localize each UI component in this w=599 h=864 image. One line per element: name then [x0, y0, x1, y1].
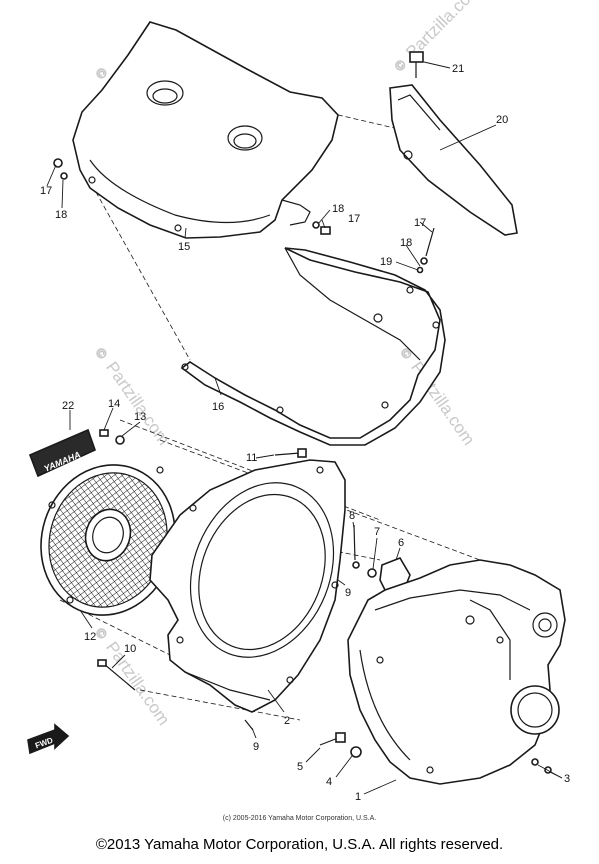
callout-9: 9: [253, 741, 259, 753]
callout-12: 12: [84, 631, 96, 643]
part-13-14-screws: [99, 429, 125, 445]
forward-direction-arrow: FWD: [27, 723, 70, 755]
watermark-copyright-symbol: ©: [93, 345, 111, 362]
inner-copyright-note: (c) 2005-2016 Yamaha Motor Corporation, …: [222, 815, 377, 822]
callout-17: 17: [40, 185, 52, 197]
callout-9: 9: [345, 587, 351, 599]
callout-20: 20: [496, 114, 508, 126]
part-15-upper-shroud: [72, 21, 339, 239]
footer-copyright: ©2013 Yamaha Motor Corporation, U.S.A. A…: [95, 836, 504, 853]
part-21-bolt: [409, 51, 424, 78]
callout-15: 15: [178, 241, 190, 253]
callout-7: 7: [374, 526, 380, 538]
callout-1: 1: [355, 791, 361, 803]
callout-labels: 21 20 17 18 15 18 17 17 18 19 16 22 14 1…: [40, 63, 570, 803]
part-16-lower-shroud: [180, 247, 446, 446]
part-20-side-panel: [389, 84, 518, 236]
callout-11: 11: [246, 452, 257, 464]
part-17-18-19-bolts-right: [416, 227, 435, 274]
callout-3: 3: [564, 773, 570, 785]
part-3-dowels: [531, 758, 552, 774]
part-17-18-bolt-upper-left: [53, 158, 68, 180]
callout-18: 18: [400, 237, 412, 249]
part-12-fan-screen: [40, 464, 176, 616]
callout-19: 19: [380, 256, 392, 268]
callout-2: 2: [284, 715, 290, 727]
callout-21: 21: [452, 63, 464, 75]
callout-4: 4: [326, 776, 332, 788]
part-2-fan-housing: [149, 459, 346, 713]
callout-8: 8: [349, 510, 355, 522]
callout-6: 6: [398, 537, 404, 549]
callout-18: 18: [332, 203, 344, 215]
part-10-long-bolt: [97, 659, 136, 691]
watermark-copyright-symbol: ©: [392, 56, 410, 74]
leader-lines: [46, 61, 563, 795]
part-17-18-bolt-mid: [312, 221, 331, 235]
callout-22: 22: [62, 400, 74, 412]
watermark-copyright-symbol: ©: [93, 65, 111, 82]
part-1-main-fan-case: [347, 559, 566, 785]
callout-5: 5: [297, 761, 303, 773]
callout-10: 10: [124, 643, 136, 655]
callout-14: 14: [108, 398, 120, 410]
part-22-logo-badge: YAMAHA: [28, 428, 96, 478]
part-4-5-fasteners: [319, 732, 362, 758]
callout-16: 16: [212, 401, 224, 413]
callout-17: 17: [348, 213, 360, 225]
part-11-bolt: [274, 448, 307, 458]
part-6-7-8-clip-and-fasteners: [352, 524, 411, 593]
callout-18: 18: [55, 209, 67, 221]
callout-17: 17: [414, 217, 426, 229]
callout-13: 13: [134, 411, 146, 423]
